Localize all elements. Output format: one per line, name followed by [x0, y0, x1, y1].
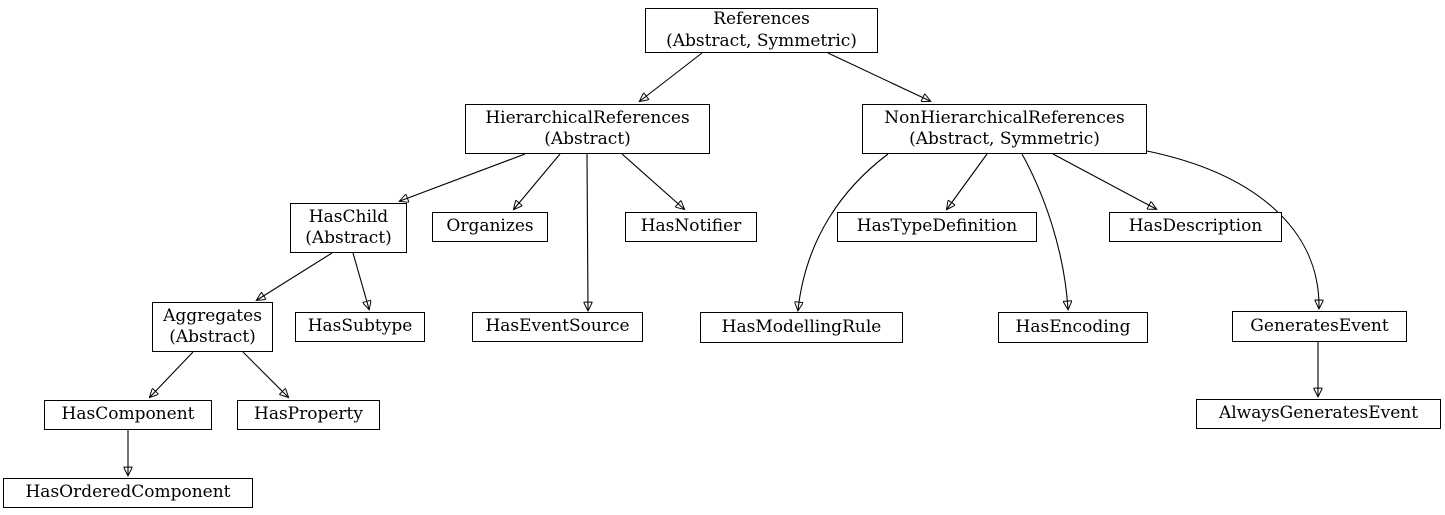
node-has-component-label: HasComponent — [61, 404, 195, 425]
node-has-component: HasComponent — [44, 400, 212, 430]
edge-hierarchical_references-has_event_source — [587, 153, 588, 310]
node-has-child-label: HasChild — [308, 206, 389, 227]
node-always-generates-event: AlwaysGeneratesEvent — [1196, 399, 1441, 429]
node-has-event-source-label: HasEventSource — [485, 316, 630, 337]
edge-hierarchical_references-has_notifier — [621, 153, 684, 209]
node-has-description: HasDescription — [1109, 212, 1282, 242]
edge-hierarchical_references-organizes — [514, 153, 561, 209]
node-has-ordered-component-label: HasOrderedComponent — [25, 482, 231, 503]
node-has-subtype-label: HasSubtype — [307, 316, 413, 337]
node-always-generates-event-label: AlwaysGeneratesEvent — [1218, 403, 1419, 424]
edge-non_hierarchical_references-has_modelling_rule — [798, 153, 889, 310]
node-aggregates-label: Aggregates — [163, 305, 262, 326]
node-has-type-definition-label: HasTypeDefinition — [856, 216, 1018, 237]
node-non-hierarchical-references: NonHierarchicalReferences (Abstract, Sym… — [862, 104, 1147, 154]
node-aggregates-sublabel: (Abstract) — [169, 327, 256, 347]
node-has-subtype: HasSubtype — [295, 312, 425, 342]
node-non-hierarchical-references-label: NonHierarchicalReferences — [884, 107, 1125, 128]
node-has-notifier-label: HasNotifier — [640, 216, 742, 237]
node-generates-event: GeneratesEvent — [1232, 311, 1407, 342]
edge-non_hierarchical_references-has_description — [1052, 153, 1156, 209]
node-has-event-source: HasEventSource — [472, 312, 643, 342]
node-references: References (Abstract, Symmetric) — [645, 8, 878, 53]
node-hierarchical-references-label: HierarchicalReferences — [485, 107, 690, 128]
node-references-label: References — [713, 9, 810, 30]
edge-aggregates-has_component — [150, 351, 194, 397]
node-organizes: Organizes — [432, 212, 548, 242]
node-aggregates: Aggregates (Abstract) — [152, 302, 273, 352]
node-has-ordered-component: HasOrderedComponent — [3, 478, 253, 508]
edge-references-non_hierarchical_references — [827, 52, 930, 101]
node-has-modelling-rule-label: HasModellingRule — [721, 316, 882, 337]
node-has-child-sublabel: (Abstract) — [305, 228, 392, 248]
edge-aggregates-has_property — [242, 351, 288, 397]
node-non-hierarchical-references-sublabel: (Abstract, Symmetric) — [909, 129, 1100, 149]
node-has-encoding: HasEncoding — [998, 312, 1148, 343]
node-references-sublabel: (Abstract, Symmetric) — [666, 30, 857, 51]
edge-non_hierarchical_references-has_encoding — [1021, 153, 1068, 309]
node-has-encoding-label: HasEncoding — [1015, 316, 1131, 337]
node-hierarchical-references: HierarchicalReferences (Abstract) — [465, 104, 710, 154]
edge-non_hierarchical_references-generates_event — [1146, 150, 1319, 308]
node-has-property-label: HasProperty — [254, 404, 363, 425]
node-has-child: HasChild (Abstract) — [290, 203, 407, 253]
edge-has_child-has_subtype — [352, 252, 369, 309]
node-has-property: HasProperty — [237, 400, 380, 430]
edge-has_child-aggregates — [257, 252, 333, 300]
node-has-modelling-rule: HasModellingRule — [700, 312, 903, 343]
edge-hierarchical_references-has_child — [400, 153, 526, 201]
edge-references-hierarchical_references — [640, 52, 703, 101]
node-generates-event-label: GeneratesEvent — [1250, 315, 1389, 336]
node-hierarchical-references-sublabel: (Abstract) — [544, 129, 631, 149]
node-has-type-definition: HasTypeDefinition — [837, 212, 1037, 242]
node-has-notifier: HasNotifier — [625, 212, 757, 242]
node-organizes-label: Organizes — [446, 216, 534, 237]
node-has-description-label: HasDescription — [1128, 216, 1263, 237]
edge-non_hierarchical_references-has_type_definition — [947, 153, 988, 209]
